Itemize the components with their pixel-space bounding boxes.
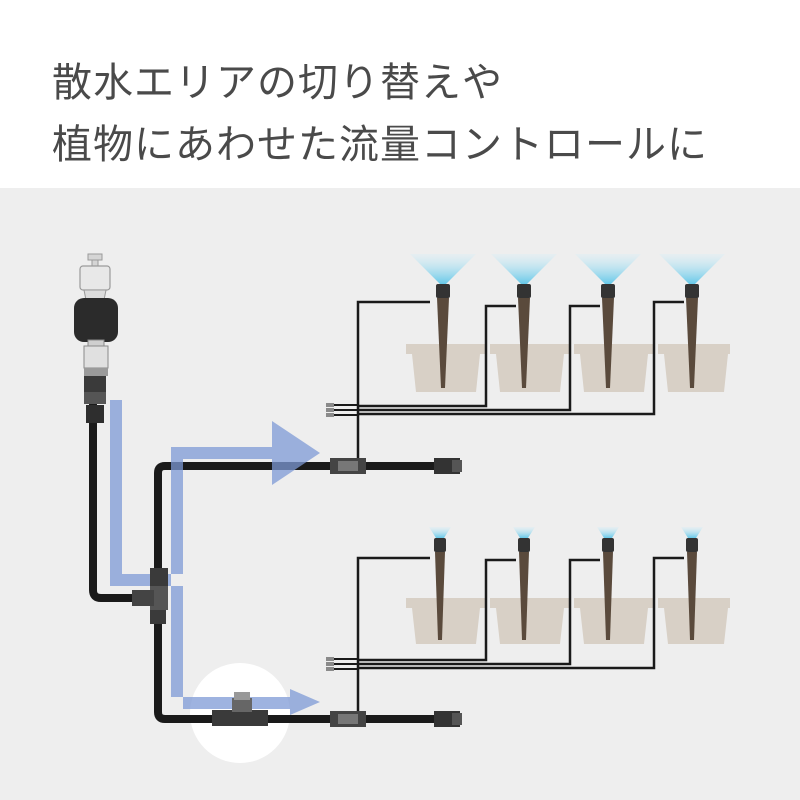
drip-line-connectors: [326, 403, 358, 671]
flow-control-valve: [212, 692, 268, 726]
dripper-stake-wide-spray: [659, 254, 725, 388]
irrigation-diagram-area: [0, 188, 800, 800]
dripper-stake-narrow-spray: [513, 527, 535, 640]
dripper-stake-narrow-spray: [681, 527, 703, 640]
irrigation-diagram: [74, 253, 730, 763]
water-flow-arrows: [110, 400, 320, 715]
planter-pot: [574, 598, 654, 644]
upper-hose-fittings: [330, 458, 462, 474]
dripper-stake-narrow-spray: [597, 527, 619, 640]
dripper-stake-narrow-spray: [429, 527, 451, 640]
flow-arrow-lower: [171, 586, 320, 715]
upper-planters: [406, 344, 730, 392]
upper-drippers: [410, 254, 725, 388]
planter-pot: [490, 344, 570, 392]
dripper-stake-wide-spray: [491, 254, 557, 388]
lower-hose-fittings: [330, 711, 462, 727]
dripper-stake-wide-spray: [575, 254, 641, 388]
flow-arrow-upper: [171, 421, 320, 574]
t-connector: [132, 568, 168, 624]
headline-line-1: 散水エリアの切り替えや: [52, 60, 503, 106]
main-hose: [89, 400, 440, 723]
water-timer-device: [74, 298, 118, 376]
flow-arrow-main: [110, 400, 122, 574]
faucet-icon: [79, 253, 111, 301]
header: 散水エリアの切り替えや 植物にあわせた流量コントロールに: [0, 0, 800, 188]
planter-pot: [406, 598, 486, 644]
dripper-stake-wide-spray: [410, 254, 476, 388]
lower-planters: [406, 598, 730, 644]
planter-pot: [490, 598, 570, 644]
planter-pot: [574, 344, 654, 392]
lower-drippers: [429, 527, 703, 640]
y-splitter: [84, 376, 106, 423]
headline-line-2: 植物にあわせた流量コントロールに: [52, 122, 708, 168]
